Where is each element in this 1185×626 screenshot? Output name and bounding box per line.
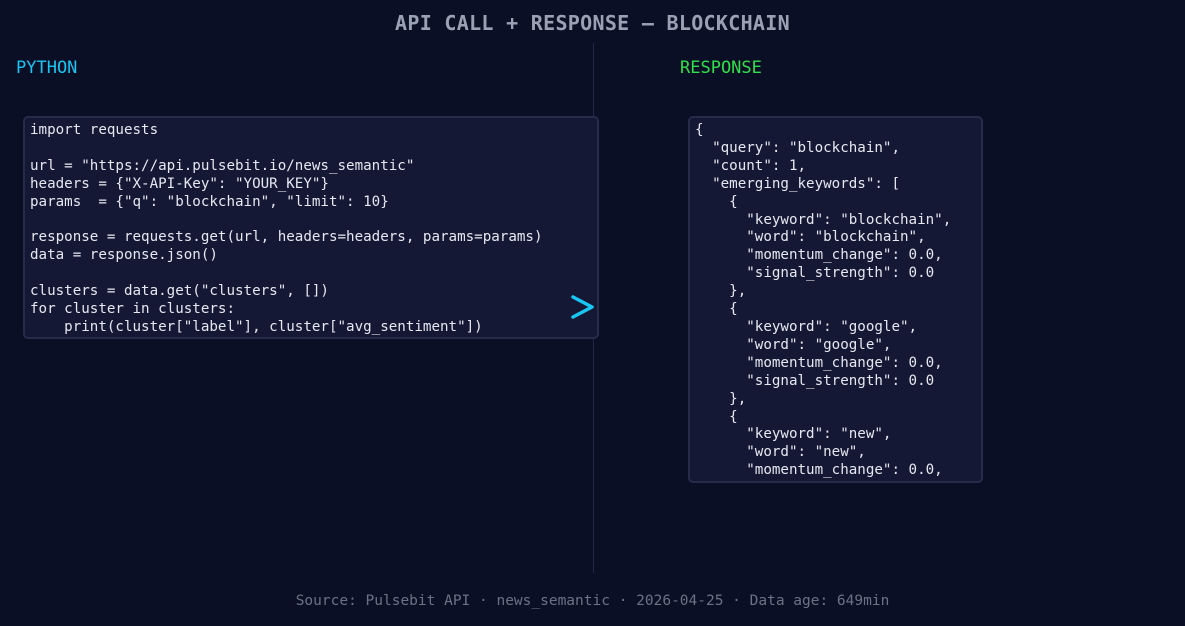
source-footer: Source: Pulsebit API · news_semantic · 2… <box>295 593 890 609</box>
chevron-right-icon <box>571 295 594 319</box>
page-title: API CALL + RESPONSE — BLOCKCHAIN <box>395 11 790 35</box>
python-code-block[interactable]: import requests url = "https://api.pulse… <box>30 122 543 335</box>
response-json-block[interactable]: { "query": "blockchain", "count": 1, "em… <box>695 122 952 479</box>
response-json-panel[interactable]: { "query": "blockchain", "count": 1, "em… <box>688 116 983 483</box>
python-code-panel[interactable]: import requests url = "https://api.pulse… <box>23 116 599 339</box>
python-section-label: PYTHON <box>16 58 78 78</box>
response-section-label: RESPONSE <box>680 58 762 78</box>
